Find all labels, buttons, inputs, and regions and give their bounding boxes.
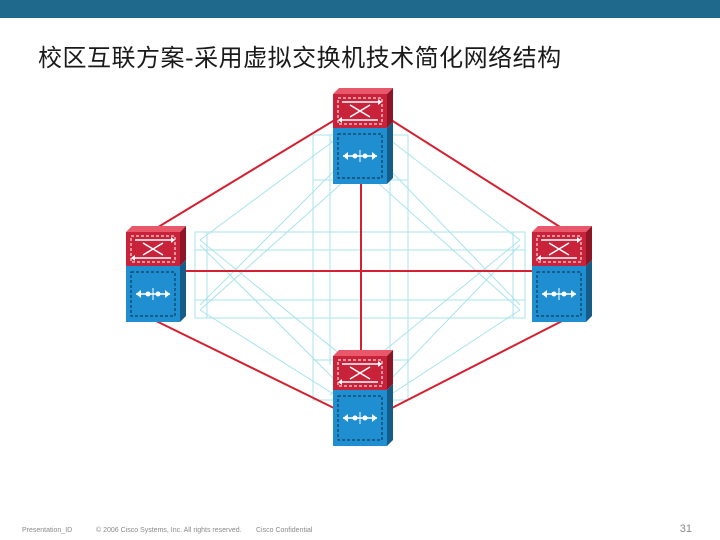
router-icon bbox=[125, 225, 187, 267]
node-left[interactable] bbox=[125, 225, 187, 323]
link-top-right bbox=[387, 117, 569, 233]
slide-title: 校区互联方案-采用虚拟交换机技术简化网络结构 bbox=[38, 44, 562, 72]
node-top[interactable] bbox=[332, 87, 394, 185]
link-left-bottom bbox=[149, 317, 339, 411]
node-right[interactable] bbox=[531, 225, 593, 323]
footer-copyright: © 2006 Cisco Systems, Inc. All rights re… bbox=[96, 527, 242, 534]
switch-icon bbox=[125, 259, 187, 323]
top-banner bbox=[0, 0, 720, 18]
switch-icon bbox=[531, 259, 593, 323]
router-icon bbox=[332, 349, 394, 391]
footer-presentation-id: Presentation_ID bbox=[22, 527, 73, 534]
router-icon bbox=[332, 87, 394, 129]
switch-icon bbox=[332, 383, 394, 447]
red-links bbox=[149, 117, 569, 411]
footer-confidential: Cisco Confidential bbox=[256, 527, 313, 534]
link-right-bottom bbox=[387, 317, 569, 411]
node-bottom[interactable] bbox=[332, 349, 394, 447]
link-top-left bbox=[149, 117, 339, 233]
page-number: 31 bbox=[679, 523, 692, 535]
router-icon bbox=[531, 225, 593, 267]
switch-icon bbox=[332, 121, 394, 185]
